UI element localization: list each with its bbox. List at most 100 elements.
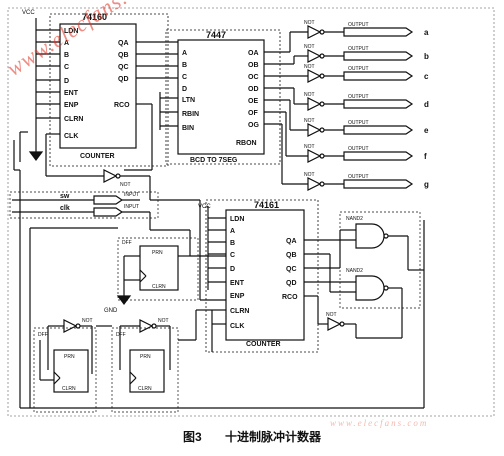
u74160-name: 74160 (82, 12, 107, 22)
output-tag-b: OUTPUT (348, 46, 369, 52)
not-label-f: NOT (304, 144, 315, 150)
output-tag-g: OUTPUT (348, 174, 369, 180)
not-label-b: NOT (304, 44, 315, 50)
u74160-pin-rco: RCO (114, 102, 130, 109)
output-pins (343, 27, 414, 189)
output-tag-c: OUTPUT (348, 66, 369, 72)
clrn-label-upper: CLRN (152, 284, 166, 290)
u74160-pin-qd: QD (118, 76, 129, 83)
not-label-c: NOT (304, 64, 315, 70)
dff-label-lower-left: DFF (38, 332, 48, 338)
decoder-7447-dotted-frame (165, 29, 281, 165)
u7447-pin-c: C (182, 74, 187, 81)
figure-caption: 图3 十进制脉冲计数器 (0, 428, 504, 445)
u74161-pin-b: B (230, 240, 235, 247)
input-pins (9, 191, 159, 224)
not-label-dff-left: NOT (82, 318, 93, 324)
dff-debounce-body (139, 245, 179, 291)
output-tag-d: OUTPUT (348, 94, 369, 100)
output-tag-f: OUTPUT (348, 146, 369, 152)
u74160-pin-clrn: CLRN (64, 116, 83, 123)
dff-debounce-dotted-frame (117, 237, 199, 301)
not-label-d: NOT (304, 92, 315, 98)
nand-gate-lower (355, 275, 385, 301)
decoder-7447-body (177, 39, 265, 155)
u7447-pin-oa: OA (248, 50, 259, 57)
u7447-pin-rbon: RBON (236, 140, 257, 147)
u74160-pin-a: A (64, 40, 69, 47)
u74160-pin-qb: QB (118, 52, 129, 59)
output-name-g: g (424, 180, 429, 189)
u74161-footer: COUNTER (246, 341, 281, 348)
output-tag-e: OUTPUT (348, 120, 369, 126)
counter-74160-dotted-frame (49, 13, 169, 167)
dff-lower-right-body (129, 349, 165, 393)
u7447-pin-of: OF (248, 110, 258, 117)
not-label-mid: NOT (120, 182, 131, 188)
u74161-pin-a: A (230, 228, 235, 235)
u74161-pin-qd: QD (286, 280, 297, 287)
not-label-dff-right: NOT (158, 318, 169, 324)
dff-lower-right-dotted-frame (111, 327, 179, 413)
counter-74160-body (59, 23, 137, 149)
u74160-pin-ldn: LDN (64, 28, 78, 35)
gnd-label: GND (104, 308, 118, 314)
output-name-c: c (424, 72, 429, 81)
u74160-pin-qa: QA (118, 40, 129, 47)
u74161-pin-qa: QA (286, 238, 297, 245)
u74161-pin-clrn: CLRN (230, 308, 249, 315)
u7447-pin-oc: OC (248, 74, 259, 81)
not-label-lower: NOT (326, 312, 337, 318)
output-name-b: b (424, 52, 429, 61)
u74161-name: 74161 (254, 200, 279, 210)
u7447-pin-bin: BIN (182, 125, 194, 132)
dff-label-upper: DFF (122, 240, 132, 246)
u74160-pin-c: C (64, 64, 69, 71)
u7447-pin-d: D (182, 86, 187, 93)
u74161-pin-ldn: LDN (230, 216, 244, 223)
output-name-a: a (424, 28, 429, 37)
vcc-label-top: VCC (22, 10, 35, 16)
u74161-pin-qc: QC (286, 266, 297, 273)
output-tag-a: OUTPUT (348, 22, 369, 28)
input-tag-clk: INPUT (124, 204, 139, 210)
prn-label-lower-left: PRN (64, 354, 75, 360)
clrn-label-lower-left: CLRN (62, 386, 76, 392)
not-label-e: NOT (304, 118, 315, 124)
u7447-pin-ob: OB (248, 62, 259, 69)
not-label-g: NOT (304, 172, 315, 178)
not-label-a: NOT (304, 20, 315, 26)
counter-74161-dotted-frame (205, 199, 319, 353)
prn-label-lower-right: PRN (140, 354, 151, 360)
counter-74161-body (225, 209, 305, 341)
u74161-pin-c: C (230, 252, 235, 259)
u74160-footer: COUNTER (80, 153, 115, 160)
nand-label-lower: NAND2 (346, 268, 363, 274)
input-signal-clk: clk (60, 205, 70, 212)
vcc-label-mid: VCC (198, 204, 211, 210)
output-name-d: d (424, 100, 429, 109)
figure-number: 图3 (182, 430, 202, 444)
u74160-pin-d: D (64, 78, 69, 85)
u74161-pin-clk: CLK (230, 323, 244, 330)
u7447-pin-oe: OE (248, 98, 258, 105)
u7447-pin-od: OD (248, 86, 259, 93)
u74161-pin-qb: QB (286, 252, 297, 259)
u7447-pin-a: A (182, 50, 187, 57)
input-tag-sw: INPUT (124, 192, 139, 198)
output-name-e: e (424, 126, 429, 135)
dff-lower-left-body (53, 349, 89, 393)
u7447-pin-rbin: RBIN (182, 111, 199, 118)
u74160-pin-ent: ENT (64, 90, 79, 97)
u74161-pin-d: D (230, 266, 235, 273)
input-signal-sw: sw (60, 193, 70, 200)
u74160-pin-qc: QC (118, 64, 129, 71)
u74160-pin-enp: ENP (64, 102, 79, 109)
u7447-name: 7447 (206, 30, 226, 40)
u74161-pin-enp: ENP (230, 293, 245, 300)
nand-gate-upper (355, 223, 385, 249)
u7447-pin-ltn: LTN (182, 97, 195, 104)
u7447-pin-og: OG (248, 122, 259, 129)
nand-label-upper: NAND2 (346, 216, 363, 222)
